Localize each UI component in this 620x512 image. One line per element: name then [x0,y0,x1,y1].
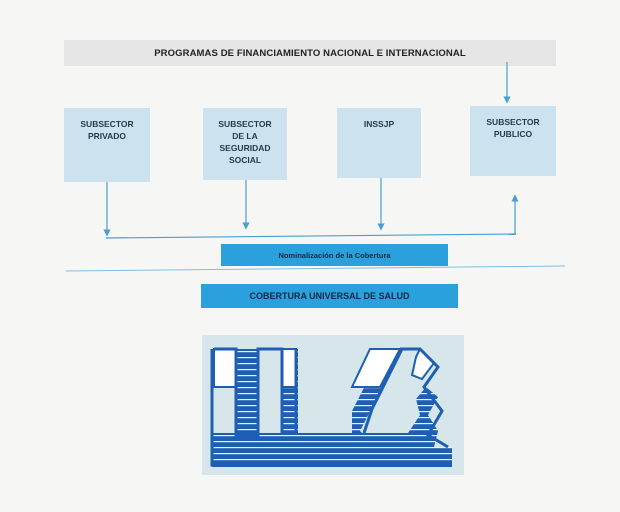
nominalization-bar: Nominalización de la Cobertura [221,244,448,266]
box-subsector-privado: SUBSECTOR PRIVADO [64,108,150,182]
separator-line [65,265,566,272]
box-inssjp: INSSJP [337,108,421,178]
box-subsector-publico: SUBSECTOR PUBLICO [470,106,556,176]
box-subsector-seguridad-social: SUBSECTOR DE LA SEGURIDAD SOCIAL [203,108,287,180]
universal-coverage-bar: COBERTURA UNIVERSAL DE SALUD [201,284,458,308]
cus-logo-icon [202,335,464,475]
header-banner: PROGRAMAS DE FINANCIAMIENTO NACIONAL E I… [64,40,556,66]
horizontal-connector [105,233,517,239]
